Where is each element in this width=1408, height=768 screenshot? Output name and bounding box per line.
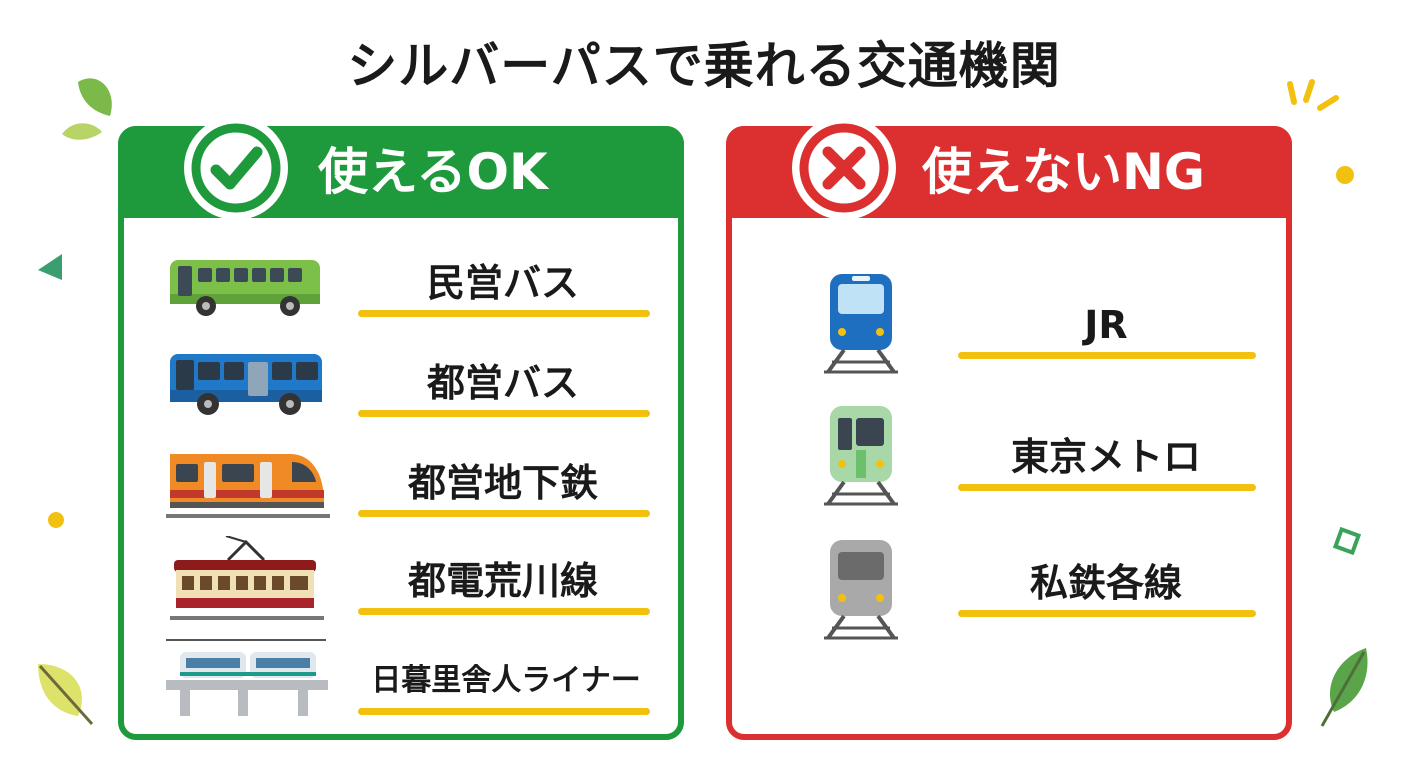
ok-item-label: 都営バス [426,361,579,405]
ok-badge [184,116,288,220]
triangle-decoration-icon [38,254,62,280]
sparkle-decoration-icon [1287,79,1339,111]
leaf-decoration-icon [1320,648,1368,727]
ok-panel: 使えるOK 民営バス 都営バス [118,116,684,740]
ok-item-underline [358,608,650,615]
ok-item-underline [358,310,650,317]
ng-panel-header: 使えないNG [726,116,1292,220]
check-icon [191,123,281,213]
dot-decoration-icon [1336,166,1354,184]
elevated-train-icon [166,639,328,716]
green-train-front-icon [824,406,898,506]
ng-panel: 使えないNG JR 東京メトロ 私鉄各線 [726,116,1292,740]
ng-item-underline [958,484,1256,491]
tram-icon [170,536,324,620]
gray-train-front-icon [824,540,898,640]
ng-badge [792,116,896,220]
ng-item-underline [958,352,1256,359]
page-title: シルバーパスで乗れる交通機関 [347,37,1061,95]
ok-item-label: 都営地下鉄 [407,461,598,505]
ok-item-underline [358,510,650,517]
ng-panel-title: 使えないNG [922,143,1205,201]
green-bus-icon [170,260,320,316]
ng-item-label: 私鉄各線 [1029,561,1182,605]
ng-item-label: JR [1084,303,1128,347]
leaf-decoration-icon [38,664,94,726]
ng-item-label: 東京メトロ [1010,435,1201,479]
ok-item-underline [358,410,650,417]
ok-item-label: 都電荒川線 [407,559,598,603]
blue-bus-icon [170,354,322,415]
ok-item-label: 日暮里舎人ライナー [371,663,641,698]
blue-train-front-icon [824,274,898,374]
ok-item-label: 民営バス [426,261,579,305]
leaf-decoration-icon [62,78,112,140]
orange-train-icon [166,454,330,518]
ok-panel-title: 使えるOK [318,143,548,201]
ok-panel-header: 使えるOK [118,116,684,220]
cross-icon [799,123,889,213]
dot-decoration-icon [48,512,64,528]
ng-item-underline [958,610,1256,617]
diamond-decoration-icon [1332,526,1362,556]
ok-item-underline [358,708,650,715]
